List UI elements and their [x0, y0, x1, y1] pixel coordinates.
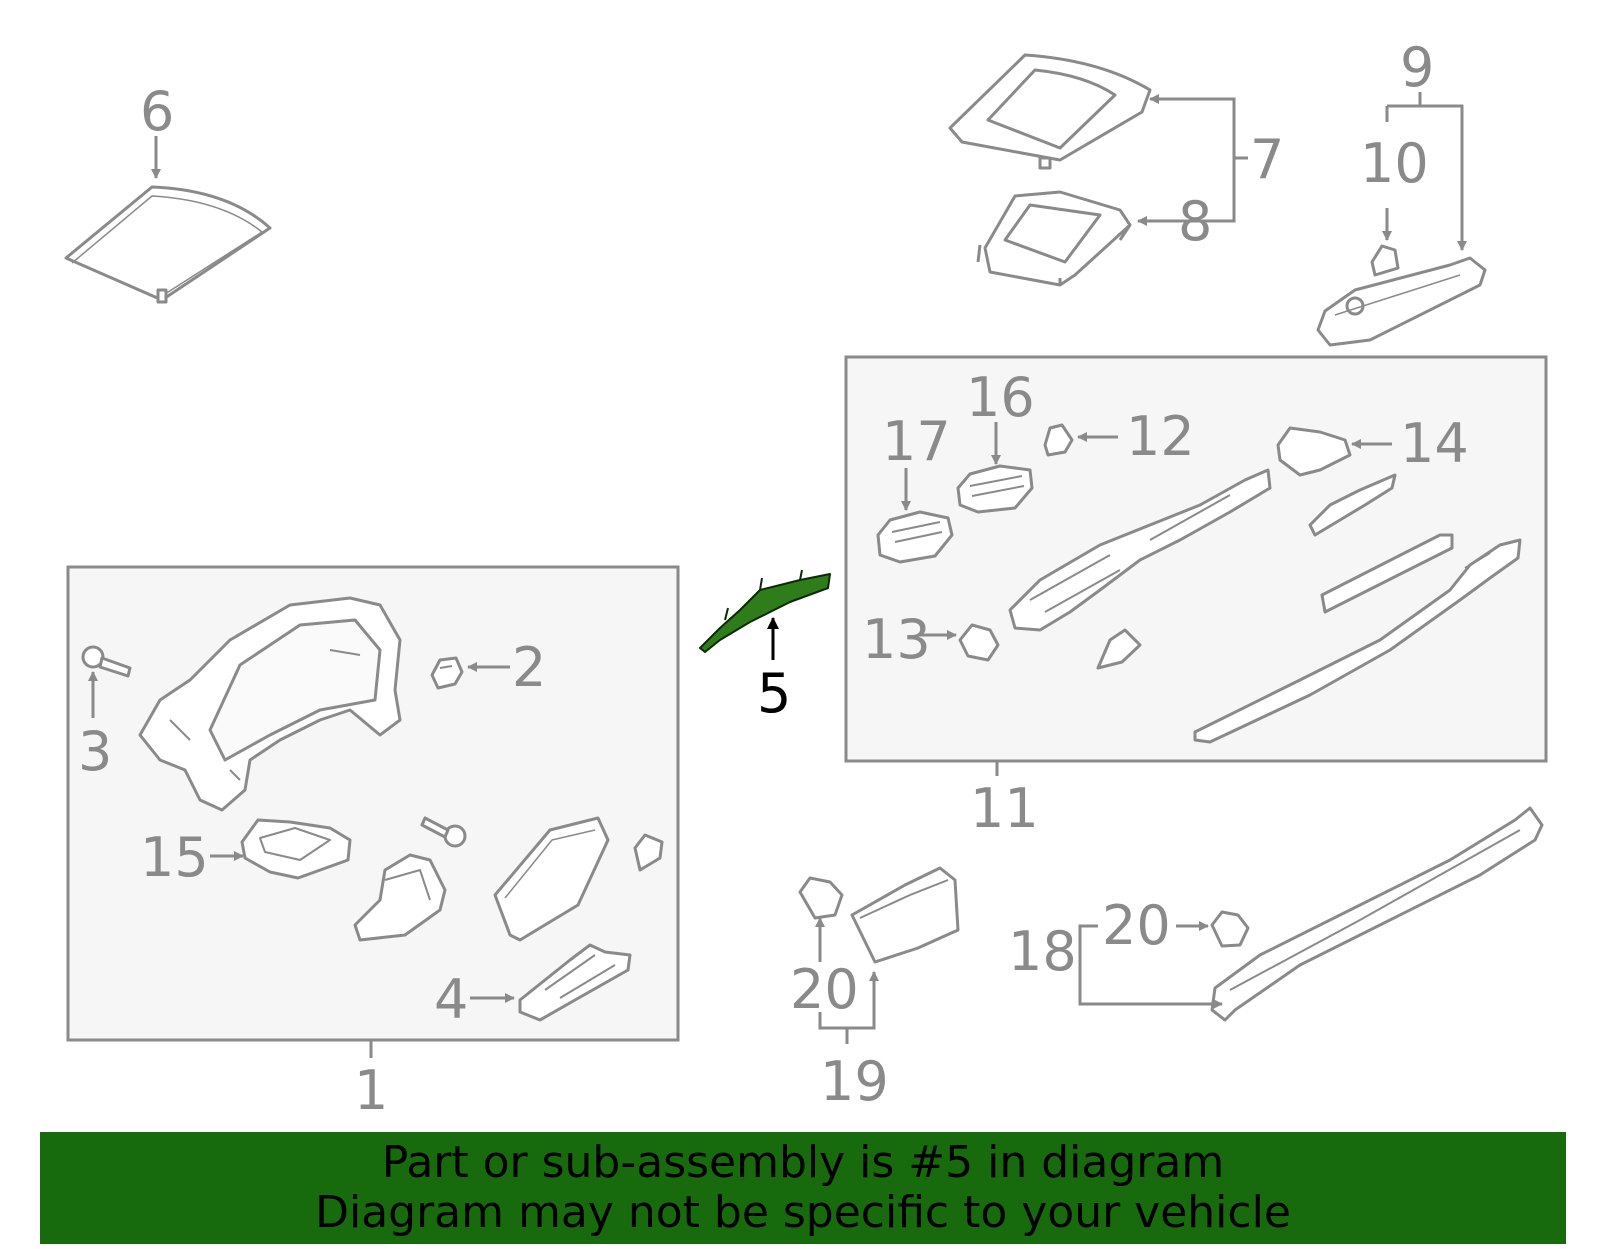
- part-10-clip[interactable]: [1370, 244, 1400, 277]
- part-7-console-bezel[interactable]: [948, 53, 1152, 170]
- part-20-clip-right[interactable]: [1210, 910, 1250, 948]
- part-duct-assembly[interactable]: [1008, 468, 1272, 632]
- part-trim-strip-upper[interactable]: [1320, 533, 1454, 614]
- callout-16: 16: [966, 366, 1035, 429]
- callout-10: 10: [1360, 132, 1429, 195]
- part-instrument-panel-frame[interactable]: [138, 596, 402, 812]
- callout-14: 14: [1400, 412, 1469, 475]
- callout-4: 4: [434, 968, 468, 1031]
- part-15-bracket[interactable]: [240, 818, 352, 880]
- bracket-18: [1078, 924, 1223, 1009]
- part-12-clip[interactable]: [1043, 423, 1074, 457]
- part-side-panel[interactable]: [493, 816, 610, 942]
- part-5-highlighted[interactable]: [699, 569, 831, 653]
- callout-17: 17: [882, 410, 951, 473]
- part-4-rail[interactable]: [518, 943, 632, 1022]
- part-3-screw[interactable]: [81, 645, 132, 678]
- part-trim-strip-long[interactable]: [1193, 538, 1522, 744]
- callout-19: 19: [820, 1050, 889, 1113]
- part-9-trim-strip[interactable]: [1316, 256, 1487, 347]
- callout-1: 1: [354, 1059, 388, 1122]
- part-19-trim-piece[interactable]: [850, 866, 960, 964]
- callout-5: 5: [757, 662, 791, 725]
- part-16-vent[interactable]: [956, 464, 1034, 514]
- part-duct-connector[interactable]: [1308, 473, 1397, 537]
- callout-18: 18: [1008, 920, 1077, 983]
- part-small-fin[interactable]: [1096, 628, 1142, 670]
- callout-13: 13: [862, 608, 931, 671]
- callout-20-right: 20: [1102, 894, 1171, 957]
- callout-2: 2: [512, 636, 546, 699]
- callout-15: 15: [140, 826, 209, 889]
- banner-line-2: Diagram may not be specific to your vehi…: [315, 1187, 1291, 1238]
- part-17-vent[interactable]: [876, 510, 954, 564]
- part-13-clip[interactable]: [958, 623, 1000, 662]
- part-small-cap[interactable]: [633, 833, 664, 872]
- callout-11: 11: [970, 777, 1039, 840]
- callout-9: 9: [1400, 36, 1434, 99]
- part-14-clip[interactable]: [1276, 426, 1352, 477]
- part-18-sill-trim[interactable]: [1210, 806, 1544, 1022]
- bracket-19-20: [818, 971, 879, 1044]
- callout-12: 12: [1126, 405, 1195, 468]
- callout-8: 8: [1178, 190, 1212, 253]
- part-6-cover[interactable]: [64, 185, 272, 304]
- part-2-clip[interactable]: [430, 656, 464, 690]
- bracket-9-10: [1382, 104, 1467, 251]
- part-screw-small[interactable]: [420, 816, 467, 848]
- banner-line-1: Part or sub-assembly is #5 in diagram: [381, 1137, 1225, 1188]
- callout-6: 6: [140, 80, 174, 143]
- part-20-clip-left[interactable]: [798, 876, 844, 920]
- callout-7: 7: [1250, 128, 1284, 191]
- bracket-7-8: [1137, 94, 1248, 226]
- callout-20-left: 20: [790, 958, 859, 1021]
- info-banner: Part or sub-assembly is #5 in diagram Di…: [40, 1132, 1566, 1244]
- part-mount-bracket[interactable]: [353, 853, 447, 942]
- callout-3: 3: [78, 720, 112, 783]
- part-8-console-insert[interactable]: [976, 190, 1132, 287]
